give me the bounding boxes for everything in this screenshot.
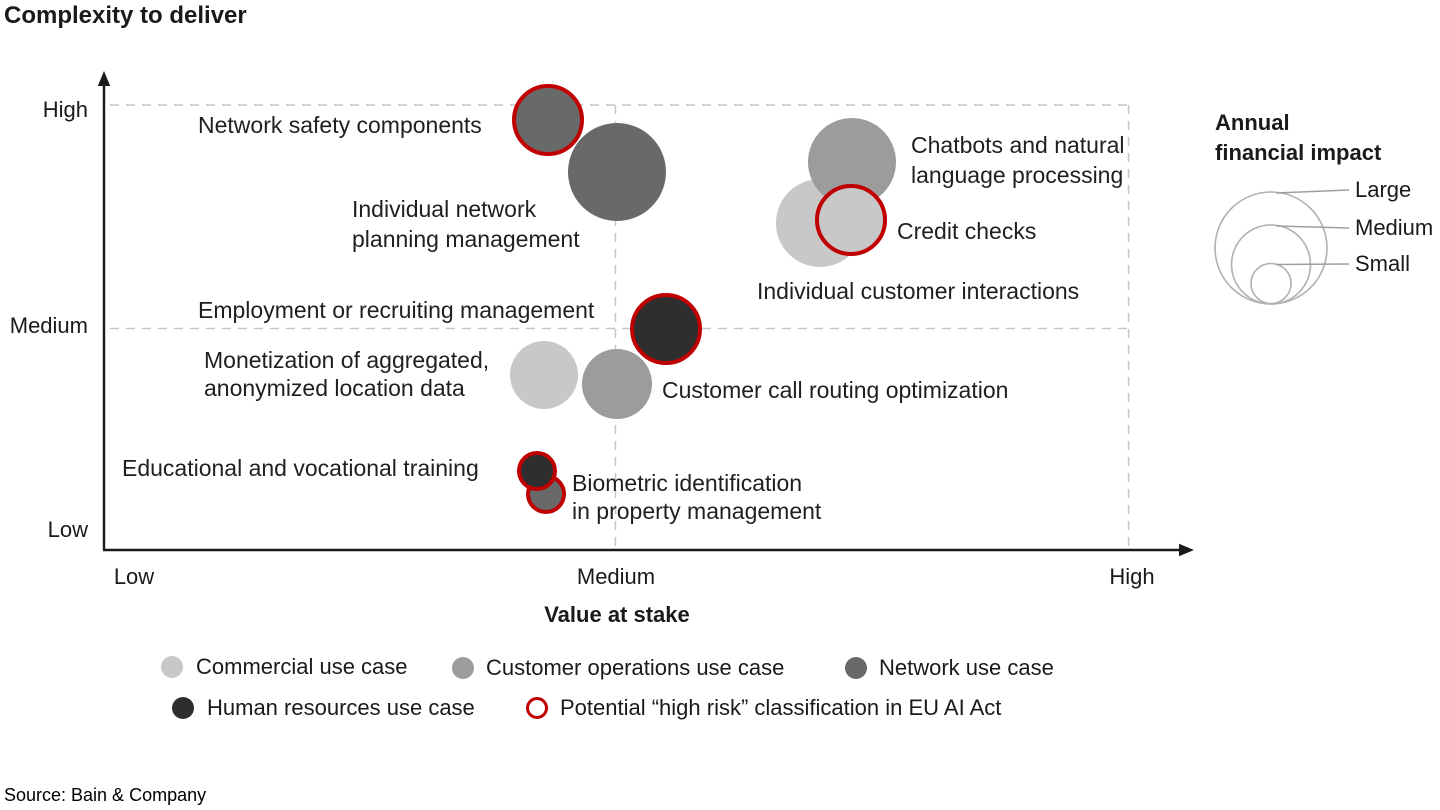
bubble-employment-recruiting xyxy=(630,293,702,365)
size-connector-small xyxy=(1275,263,1350,266)
legend-dot-network xyxy=(845,657,867,679)
bubble-educational-vocational xyxy=(517,451,557,491)
x-axis-title: Value at stake xyxy=(544,602,690,627)
bubble-label-chatbots-nlp: Chatbots and natural language processing xyxy=(911,132,1125,188)
size-circle-large xyxy=(1214,191,1328,305)
legend-label-high_risk_ring: Potential “high risk” classification in … xyxy=(560,695,1002,720)
axes xyxy=(97,71,1194,557)
legend-label-network: Network use case xyxy=(879,655,1054,680)
legend-label-human_resources: Human resources use case xyxy=(207,695,475,720)
bubble-label-customer-call-routing: Customer call routing optimization xyxy=(662,377,1009,403)
bubble-chatbots-nlp xyxy=(808,118,896,206)
size-connector-large xyxy=(1275,189,1350,194)
legend-dot-commercial xyxy=(161,656,183,678)
x-tick-low: Low xyxy=(113,564,155,589)
bubble-network-safety-components xyxy=(512,84,584,156)
bubble-individual-network-planning xyxy=(568,123,666,221)
bubble-label-educational-vocational: Educational and vocational training xyxy=(122,455,479,481)
size-legend-circles xyxy=(1214,189,1350,305)
bubble-label-individual-customer-interactions: Individual customer interactions xyxy=(757,278,1080,304)
legend-dot-customer_operations xyxy=(452,657,474,679)
size-label-medium: Medium xyxy=(1355,215,1434,240)
bubble-label-network-safety-components: Network safety components xyxy=(198,112,482,138)
bubble-label-individual-network-planning: Individual network planning management xyxy=(352,196,580,252)
size-circle-small xyxy=(1250,262,1292,305)
legend-dot-human_resources xyxy=(172,697,194,719)
size-legend-title-line2: financial impact xyxy=(1215,140,1382,165)
y-tick-high: High xyxy=(42,97,88,122)
quadrant-gridlines xyxy=(110,104,1130,548)
y-axis-arrowhead xyxy=(97,71,111,86)
size-label-large: Large xyxy=(1355,177,1412,202)
bubble-label-employment-recruiting: Employment or recruiting management xyxy=(198,297,595,323)
bubble-monetization-location-data xyxy=(510,341,578,409)
size-connector-medium xyxy=(1275,225,1350,229)
source-note: Source: Bain & Company xyxy=(4,785,207,805)
y-tick-low: Low xyxy=(47,517,88,542)
bubble-label-credit-checks: Credit checks xyxy=(897,218,1037,244)
bubble-credit-checks xyxy=(815,184,887,256)
bubble-customer-call-routing xyxy=(582,349,652,419)
bubbles-layer xyxy=(510,84,896,514)
x-tick-high: High xyxy=(1109,564,1155,589)
legend-label-commercial: Commercial use case xyxy=(196,654,408,679)
size-legend-title-line1: Annual xyxy=(1215,110,1290,135)
legend-label-customer_operations: Customer operations use case xyxy=(486,655,785,680)
x-tick-medium: Medium xyxy=(576,564,656,589)
bubble-label-biometric-identification: Biometric identification in property man… xyxy=(572,470,822,524)
y-tick-medium: Medium xyxy=(9,313,88,338)
size-label-small: Small xyxy=(1355,251,1411,276)
x-axis-arrowhead xyxy=(1179,543,1194,557)
page-title: Complexity to deliver xyxy=(4,2,247,29)
legend-high-risk-ring-icon xyxy=(526,697,548,719)
bubble-label-monetization-location-data: Monetization of aggregated, anonymized l… xyxy=(204,347,490,401)
